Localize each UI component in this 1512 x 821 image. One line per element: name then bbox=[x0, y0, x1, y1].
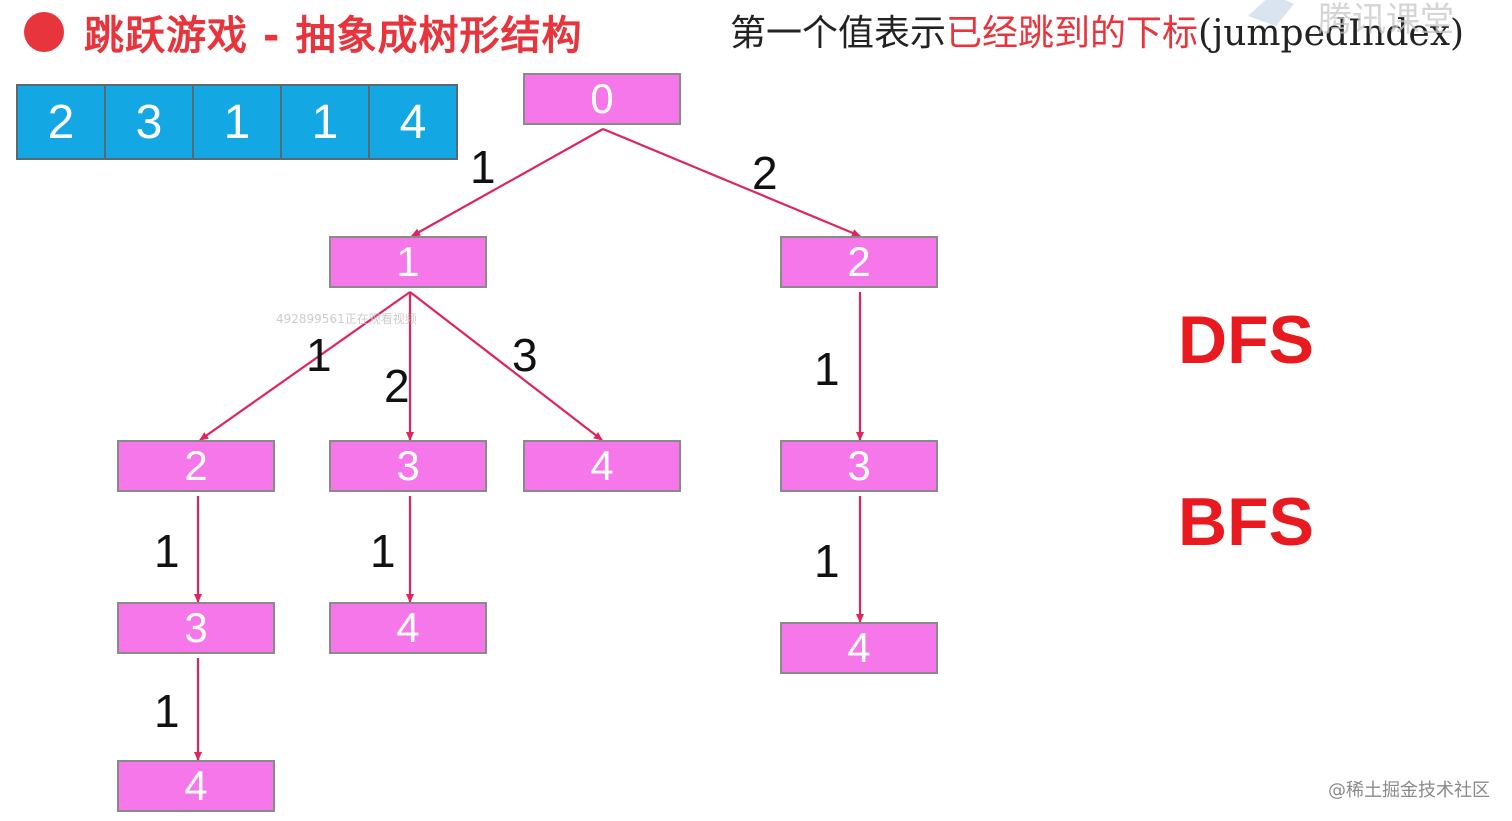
edge-n1-n14 bbox=[409, 291, 603, 441]
watermark-bottom-right: @稀土掘金技术社区 bbox=[1328, 780, 1490, 801]
tree-node-n134: 4 bbox=[329, 602, 487, 654]
edge-n0-n2 bbox=[602, 127, 861, 238]
tree-node-n14: 4 bbox=[523, 440, 681, 492]
title-bar: 跳跃游戏 - 抽象成树形结构 bbox=[24, 6, 583, 59]
tree-node-n2: 2 bbox=[780, 236, 938, 288]
edge-n0-n1 bbox=[411, 128, 604, 237]
array-cell: 1 bbox=[282, 86, 370, 158]
edge-label: 2 bbox=[752, 147, 778, 199]
edge-label: 3 bbox=[512, 329, 538, 381]
array-cell: 3 bbox=[106, 86, 194, 158]
edge-n1-n12 bbox=[199, 291, 411, 441]
array-cell: 2 bbox=[18, 86, 106, 158]
dfs-label: DFS bbox=[1178, 302, 1314, 378]
edge-label: 1 bbox=[470, 141, 496, 193]
array-cell: 1 bbox=[194, 86, 282, 158]
tree-node-n13: 3 bbox=[329, 440, 487, 492]
edge-label: 1 bbox=[370, 525, 396, 577]
watermark-top-right: 腾讯课堂 bbox=[1318, 0, 1454, 40]
tree-node-n12: 2 bbox=[117, 440, 275, 492]
edge-label: 1 bbox=[814, 535, 840, 587]
page-title: 跳跃游戏 - 抽象成树形结构 bbox=[84, 13, 583, 59]
description-suffix: (jumpedIndex) bbox=[1198, 13, 1465, 54]
edge-label: 1 bbox=[154, 685, 180, 737]
edge-label: 1 bbox=[814, 343, 840, 395]
bullet-dot-icon bbox=[24, 12, 64, 52]
description: 第一个值表示已经跳到的下标(jumpedIndex) bbox=[730, 4, 1464, 56]
tencent-classroom-logo-icon bbox=[1248, 0, 1294, 26]
bfs-label: BFS bbox=[1178, 484, 1314, 560]
input-array: 2 3 1 1 4 bbox=[16, 84, 458, 160]
tree-node-n1: 1 bbox=[329, 236, 487, 288]
tree-node-n123: 3 bbox=[117, 602, 275, 654]
edge-label: 1 bbox=[306, 329, 332, 381]
array-cell: 4 bbox=[370, 86, 456, 158]
tree-node-n1234: 4 bbox=[117, 760, 275, 812]
edge-label: 1 bbox=[154, 525, 180, 577]
edge-label: 2 bbox=[384, 360, 410, 412]
description-prefix: 第一个值表示 bbox=[730, 13, 947, 54]
watermark-viewer: 492899561正在观看视频 bbox=[276, 312, 417, 326]
tree-node-n23: 3 bbox=[780, 440, 938, 492]
tree-node-n0: 0 bbox=[523, 73, 681, 125]
tree-node-n234: 4 bbox=[780, 622, 938, 674]
description-highlight: 已经跳到的下标 bbox=[946, 13, 1199, 54]
